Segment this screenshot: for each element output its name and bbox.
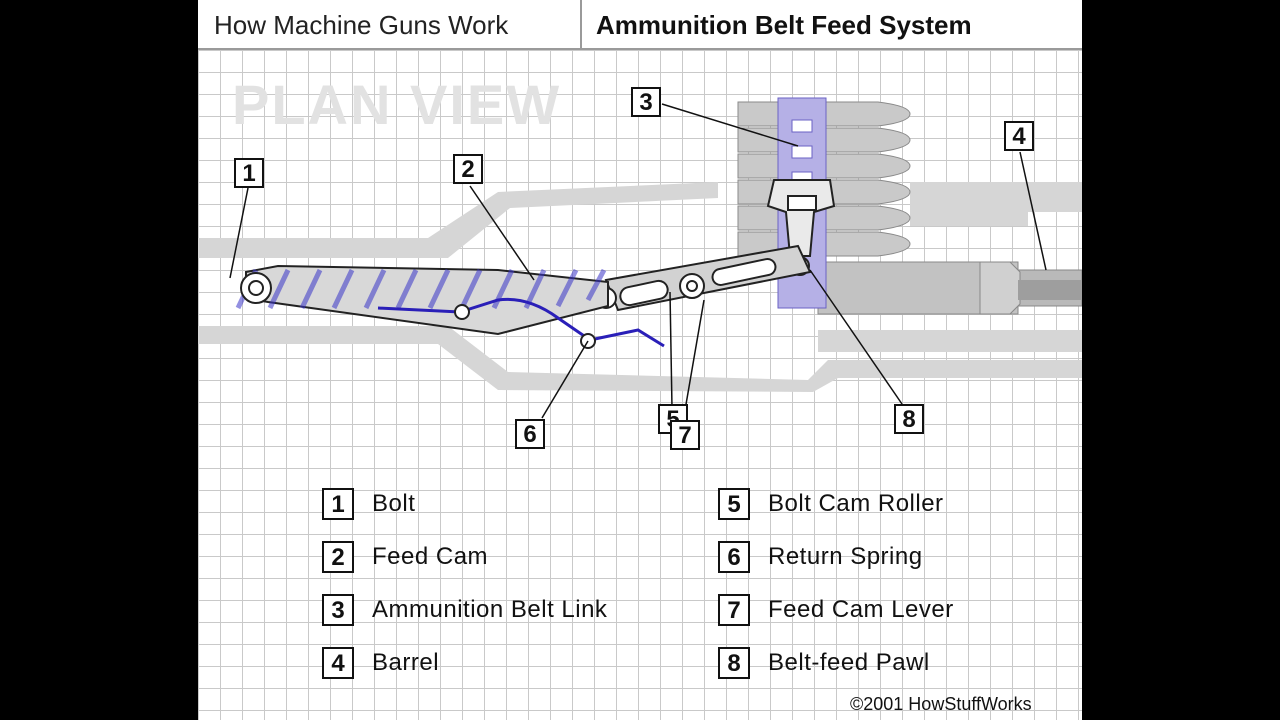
legend-number: 7 (718, 594, 750, 626)
legend-number: 8 (718, 647, 750, 679)
spring-pivot-upper (454, 304, 470, 320)
receiver-right-lower (818, 330, 1082, 352)
legend-label: Feed Cam (372, 543, 489, 570)
legend-number: 3 (322, 594, 354, 626)
feed-mechanism-illustration (198, 97, 1082, 419)
legend-label: Feed Cam Lever (768, 596, 954, 623)
legend-label: Belt-feed Pawl (768, 649, 930, 676)
legend-label: Ammunition Belt Link (372, 596, 608, 623)
barrel-nut (979, 261, 1021, 315)
legend-label: Barrel (372, 649, 440, 676)
callout-1: 1 (234, 158, 264, 188)
header-left-title: How Machine Guns Work (214, 10, 509, 40)
receiver-housing-lower (198, 326, 1082, 392)
callout-leaders (229, 103, 1047, 419)
header-bar: How Machine Guns Work Ammunition Belt Fe… (198, 0, 1082, 50)
return-spring (377, 297, 665, 348)
callout-6: 6 (515, 419, 545, 449)
belt-link-windows (791, 119, 813, 185)
header-right-title: Ammunition Belt Feed System (596, 10, 972, 40)
legend-number: 4 (322, 647, 354, 679)
legend-number: 6 (718, 541, 750, 573)
legend-number: 5 (718, 488, 750, 520)
plan-view-watermark: PLAN VIEW (232, 73, 562, 136)
diagram-panel: How Machine Guns Work Ammunition Belt Fe… (198, 0, 1082, 720)
legend-label: Bolt (372, 490, 416, 517)
legend-number: 1 (322, 488, 354, 520)
receiver-block-right (910, 182, 1082, 226)
legend-number: 2 (322, 541, 354, 573)
copyright-notice: ©2001 HowStuffWorks (850, 694, 1032, 714)
header-divider (580, 0, 582, 50)
legend-label: Return Spring (768, 543, 923, 570)
feed-cam (245, 264, 609, 336)
callout-8: 8 (894, 404, 924, 434)
callout-4: 4 (1004, 121, 1034, 151)
callout-3: 3 (631, 87, 661, 117)
callout-7: 7 (670, 420, 700, 450)
callout-2: 2 (453, 154, 483, 184)
lever-slot-left (619, 279, 669, 307)
lever-slot-right (711, 258, 777, 286)
receiver-housing (198, 182, 718, 258)
pawl-pin-block (787, 195, 817, 211)
barrel-core (1018, 280, 1082, 300)
legend-label: Bolt Cam Roller (768, 490, 944, 517)
belt-feed-pawl (766, 179, 836, 257)
